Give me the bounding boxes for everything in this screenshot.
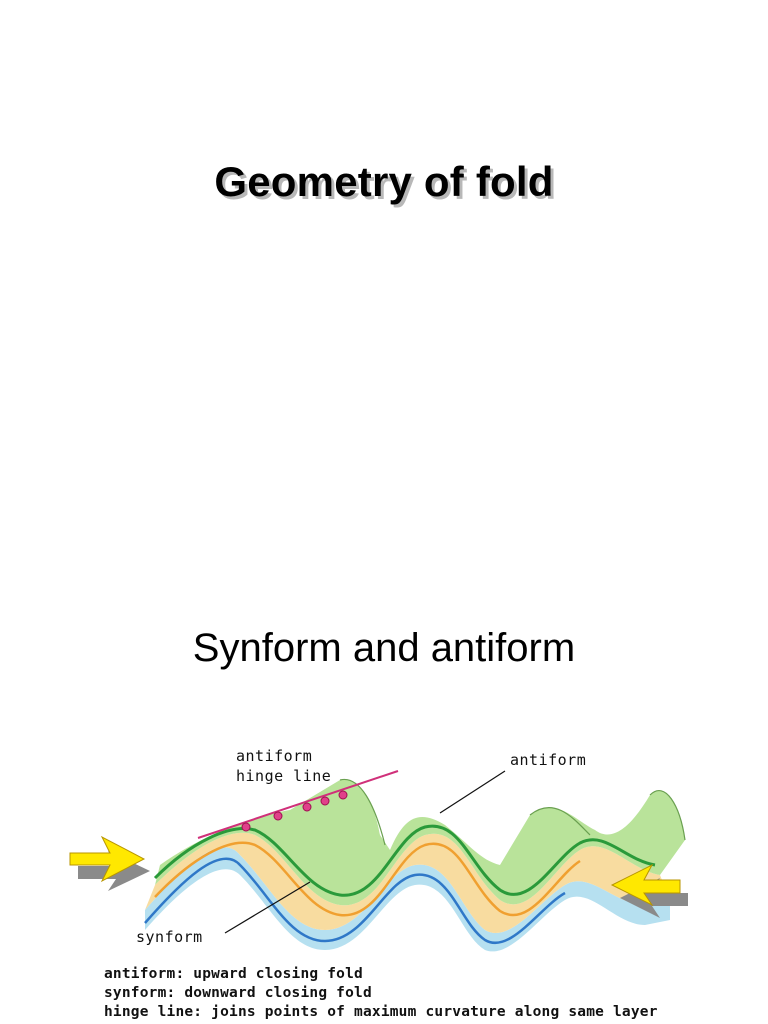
green-crest-lines	[339, 778, 686, 846]
compression-arrow-right-icon	[610, 863, 688, 918]
label-synform: synform	[136, 928, 203, 946]
definition-synform: synform: downward closing fold	[104, 985, 372, 1001]
antiform-leader	[439, 770, 506, 814]
fold-diagram: antiform hinge line antiform synform	[60, 735, 730, 1024]
label-antiform-hinge: antiform	[236, 747, 313, 765]
hinge-points	[241, 790, 348, 832]
orange-layer-edge	[154, 841, 581, 917]
orange-layer	[145, 832, 670, 934]
hinge-line	[197, 770, 399, 839]
blue-layer-edge	[144, 857, 566, 944]
definition-antiform: antiform: upward closing fold	[104, 966, 363, 982]
synform-leader	[224, 881, 311, 934]
label-antiform: antiform	[510, 751, 587, 769]
compression-arrow-left-icon	[69, 835, 150, 891]
green-layer-edge	[153, 824, 656, 897]
slide-title: Geometry of fold	[214, 158, 554, 205]
definition-hinge-line: hinge line: joins points of maximum curv…	[104, 1004, 658, 1020]
label-hinge-line: hinge line	[236, 767, 332, 785]
fold-illustration	[69, 770, 688, 952]
blue-layer	[145, 847, 670, 952]
section-title: Synform and antiform	[192, 626, 576, 670]
green-layer	[155, 779, 685, 906]
